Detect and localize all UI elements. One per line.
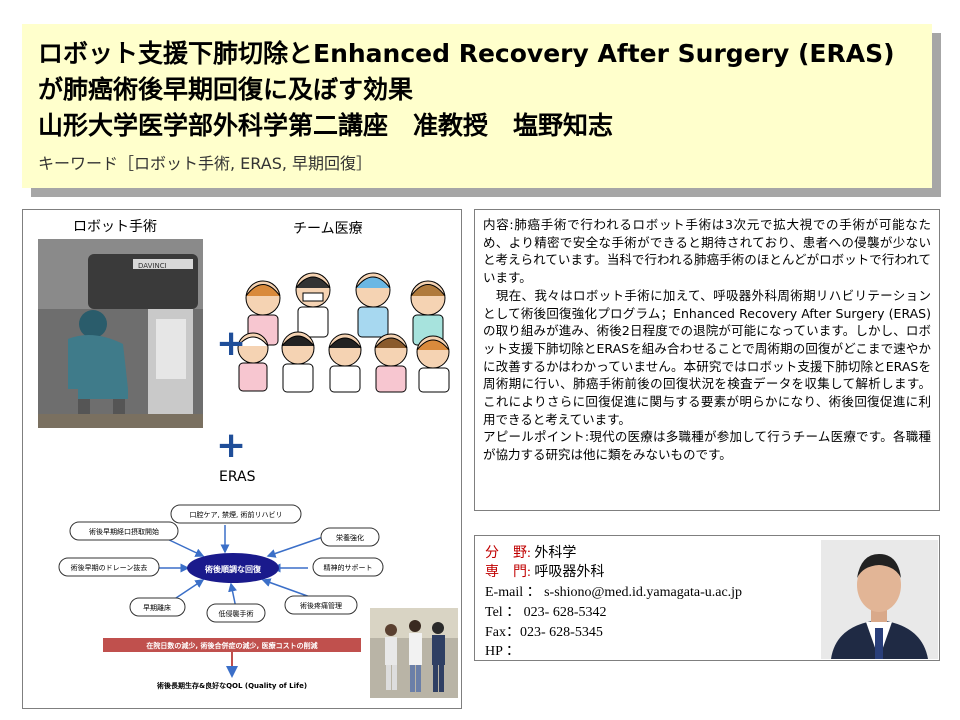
plus-sign-1: + [216,323,247,364]
eras-item-ambulation: 早期離床 [143,603,171,612]
eras-center-node [187,553,279,583]
title-line-2: が肺癌術後早期回復に及ぼす効果 [38,75,414,104]
fax-row: Fax：023- 628-5345 [485,625,603,640]
staff-figures [237,272,450,393]
email-row: E-mail ： s-shiono@med.id.yamagata-u.ac.j… [485,585,743,600]
eras-center-text: 術後順調な回復 [204,564,262,574]
eras-item-oral: 口腔ケア, 禁煙, 術前リハビリ [190,510,283,519]
eras-item-minimally-invasive: 低侵襲手術 [219,609,254,618]
robot-surgery-label: ロボット手術 [73,219,157,235]
tel-row: Tel ： 023- 628-5342 [485,605,607,620]
eras-item-pain: 術後疼痛管理 [300,601,342,610]
contact-box: 分 野: 外科学 専 門: 呼吸器外科 E-mail ： s-shiono@me… [474,535,940,661]
specialty-value: 呼吸器外科 [534,565,605,580]
field-row: 分 野: 外科学 [485,542,576,562]
eras-item-mental: 精神的サポート [324,563,373,572]
portrait-photo [821,540,938,659]
title-line-1: ロボット支援下肺切除とEnhanced Recovery After Surge… [38,39,895,68]
eras-banner [103,638,361,652]
specialty-row: 専 門: 呼吸器外科 [485,561,604,581]
eras-label: ERAS [219,469,256,485]
content-paragraph-3: アピールポイント:現代の医療は多職種が参加して行うチーム医療です。各職種が協力す… [483,429,931,463]
team-medicine-label: チーム医療 [293,221,363,237]
specialty-label: 専 門: [485,565,531,580]
rehabilitation-photo [370,608,458,698]
field-value: 外科学 [534,546,577,561]
eras-item-drain: 術後早期のドレーン抜去 [71,563,148,572]
eras-banner-text: 在院日数の減少, 術後合併症の減少, 医療コストの削減 [146,641,317,650]
plus-sign-2: + [216,425,247,466]
hp-row: HP ： [485,644,520,659]
content-paragraph-2: 現在、我々はロボット手術に加えて、呼吸器外科周術期リハビリテーションとして術後回… [483,287,931,427]
eras-bottom-text: 術後長期生存&良好なQOL (Quality of Life) [156,681,307,690]
robot-brand-text: DAVINCI [138,262,167,270]
eras-item-nutrition: 栄養強化 [336,533,364,542]
team-medicine-illustration [233,268,455,393]
field-label: 分 野: [485,546,531,561]
eras-item-early-feeding: 術後早期経口摂取開始 [89,527,159,536]
content-box: 内容:肺癌手術で行われるロボット手術は3次元で拡大視での手術が可能なため、より精… [474,209,940,511]
eras-item-nodes [58,504,384,623]
title-box: ロボット支援下肺切除とEnhanced Recovery After Surge… [22,24,932,188]
title-line-3: 山形大学医学部外科学第二講座 准教授 塩野知志 [38,111,614,140]
figure-panel: ロボット手術 チーム医療 DAVINCI [22,209,462,709]
content-paragraph-1: 内容:肺癌手術で行われるロボット手術は3次元で拡大視での手術が可能なため、より精… [483,217,931,286]
eras-diagram: 術後順調な回復 口腔ケア, 禁煙, 術前リハビリ 術後早期経口摂取開始 栄養強化… [58,504,458,698]
keywords: キーワード［ロボット手術, ERAS, 早期回復］ [38,154,373,173]
robot-surgery-photo: DAVINCI [38,239,203,428]
